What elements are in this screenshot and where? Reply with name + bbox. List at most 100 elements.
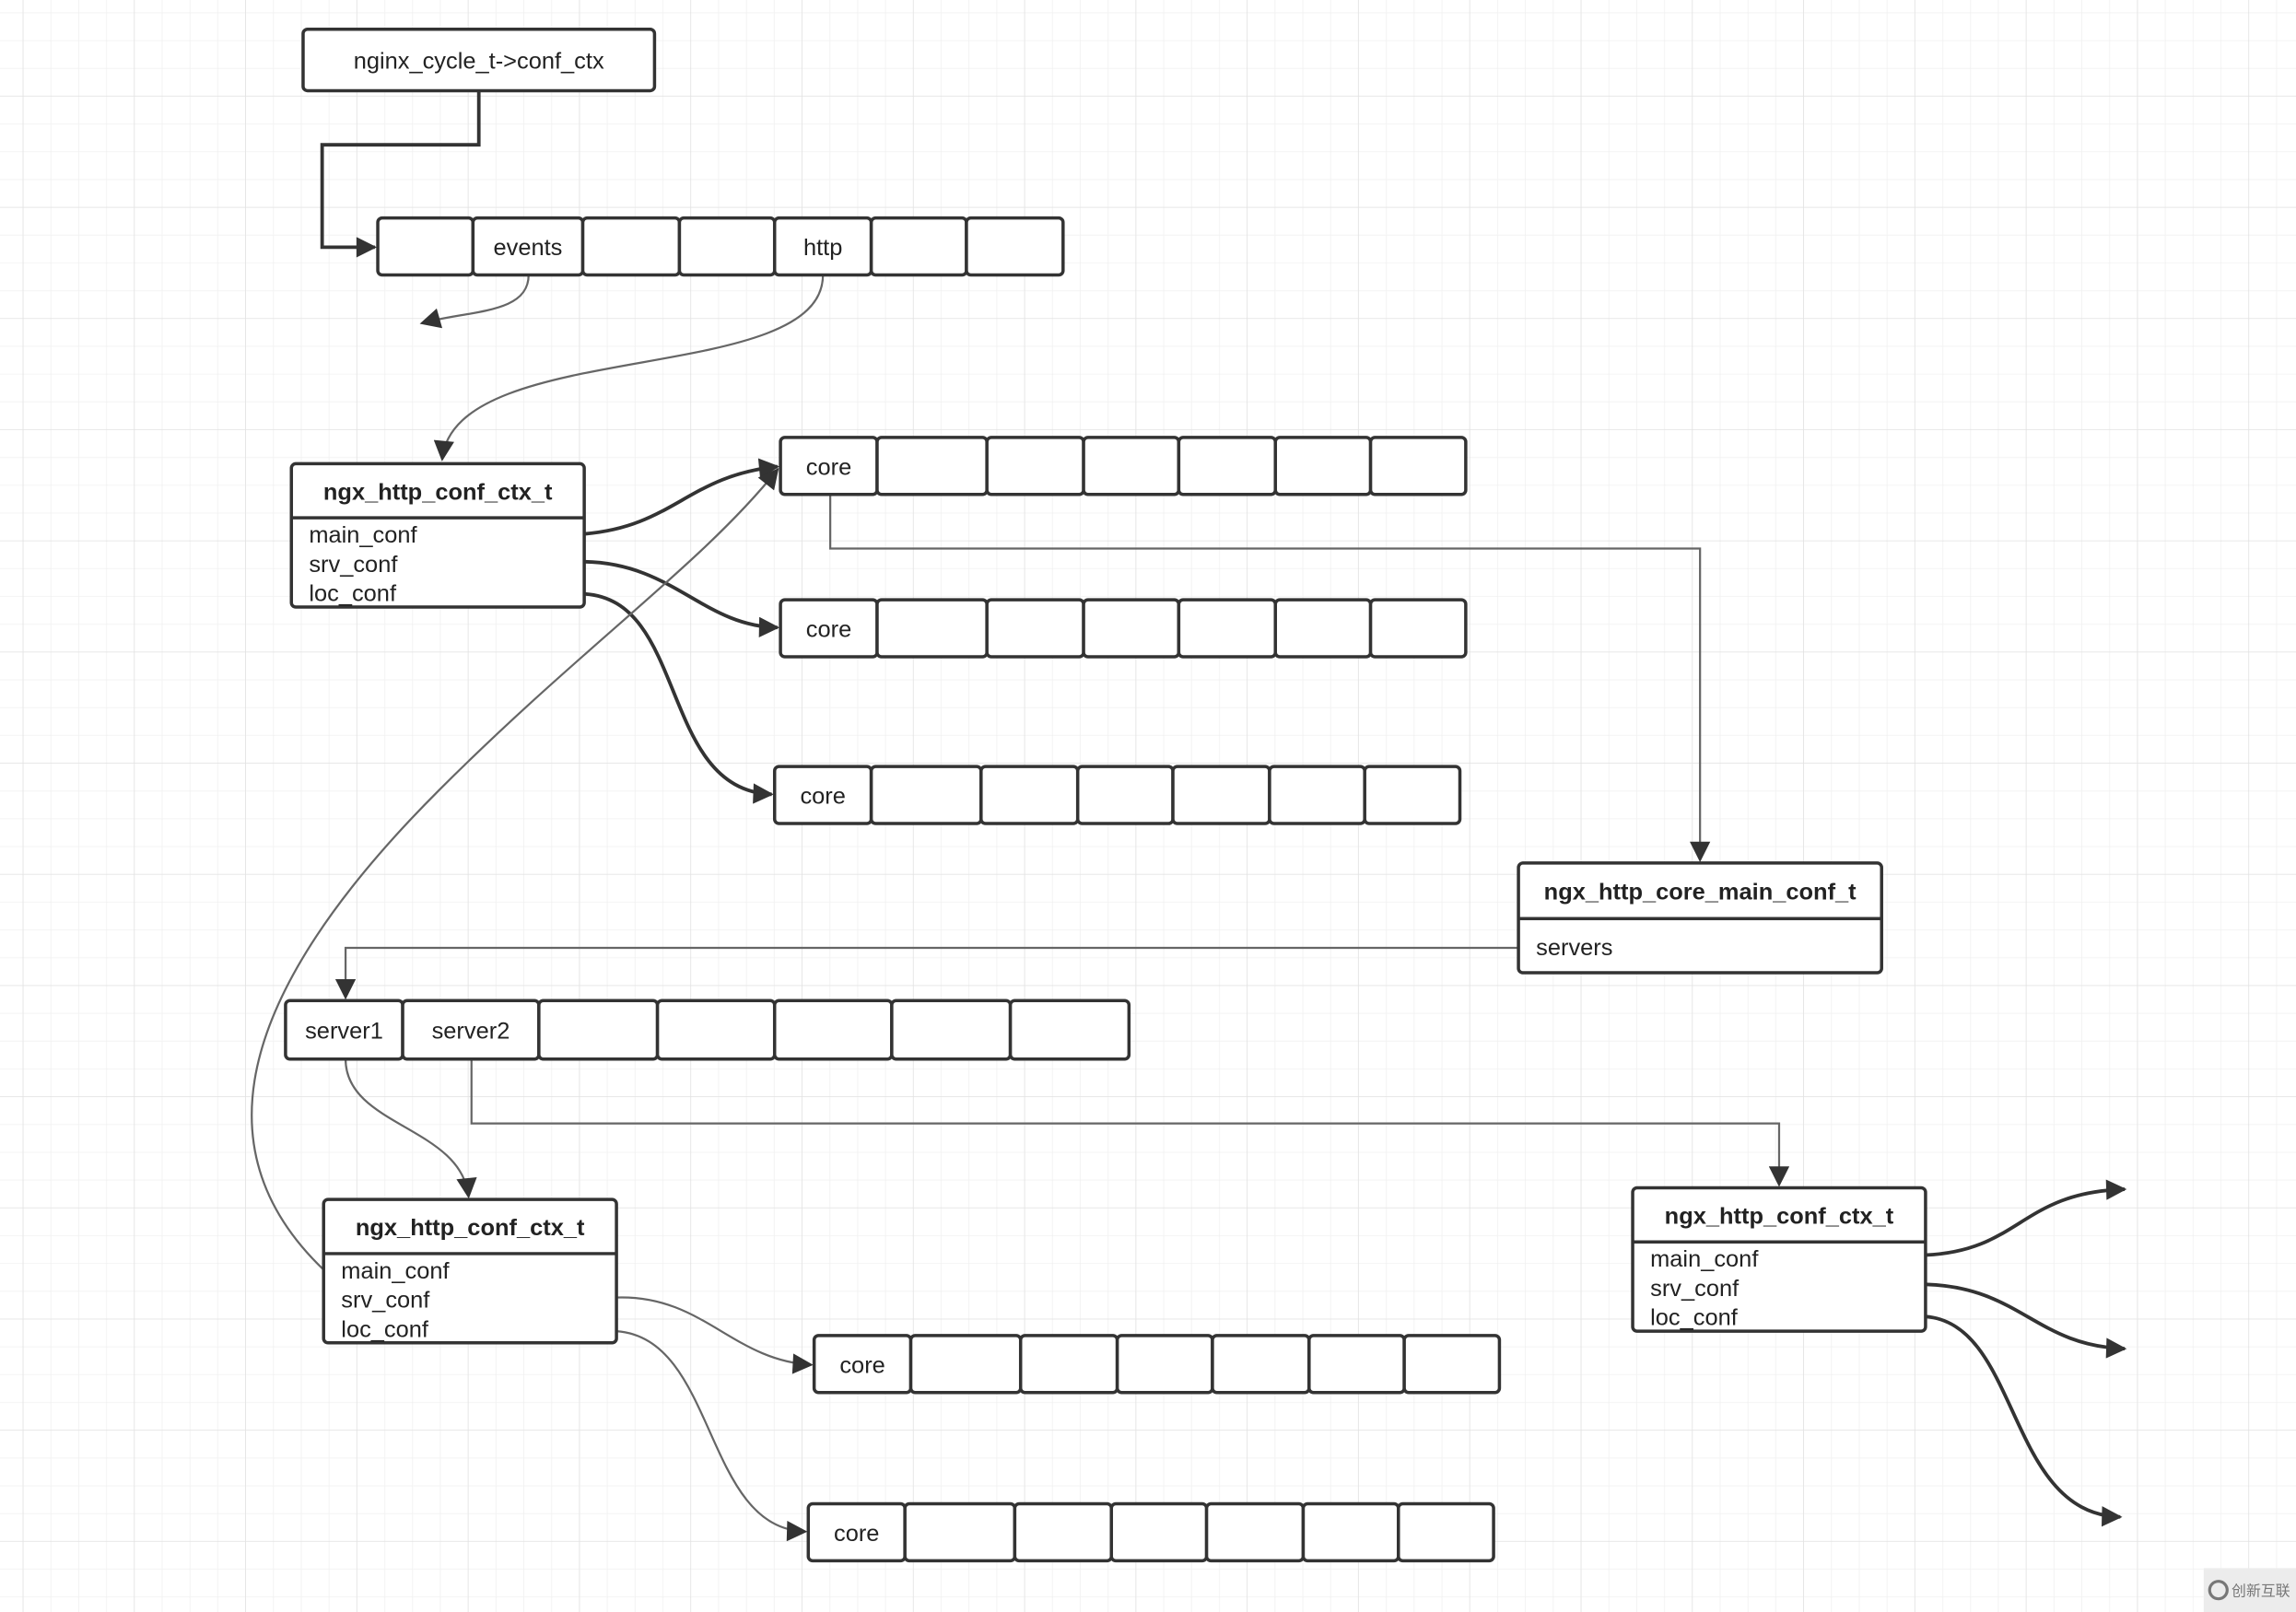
array-cell[interactable] bbox=[1402, 1334, 1502, 1395]
array-cell[interactable] bbox=[965, 216, 1065, 277]
array-cell[interactable] bbox=[869, 765, 983, 825]
struct-server2_ctx[interactable]: ngx_http_conf_ctx_tmain_confsrv_confloc_… bbox=[1631, 1186, 1927, 1333]
edge-server1 bbox=[344, 1058, 477, 1199]
array-cell[interactable] bbox=[979, 765, 1080, 825]
array-cell[interactable]: core bbox=[806, 1501, 907, 1563]
array-cell[interactable] bbox=[1301, 1501, 1400, 1563]
array-cell[interactable] bbox=[1082, 436, 1181, 496]
edge-events bbox=[419, 275, 530, 329]
array-cell[interactable]: core bbox=[779, 598, 879, 659]
edge-core-to-core-main bbox=[829, 494, 1711, 862]
array-cell[interactable] bbox=[537, 999, 660, 1061]
struct-title: ngx_http_conf_ctx_t bbox=[356, 1215, 585, 1241]
array-cell-label: core bbox=[800, 784, 845, 810]
edge-s2-loc-conf bbox=[1925, 1314, 2123, 1527]
edge-server-srv-conf bbox=[616, 1296, 814, 1374]
arrays: events http core core core server1 server2 core… bbox=[284, 216, 1502, 1563]
edge-root-to-conf-ctx bbox=[320, 90, 481, 258]
array-cell[interactable] bbox=[1008, 999, 1131, 1061]
structs: ngx_http_conf_ctx_tmain_confsrv_confloc_… bbox=[289, 461, 1927, 1345]
struct-field: srv_conf bbox=[341, 1288, 430, 1314]
array-cell[interactable] bbox=[1211, 1334, 1311, 1395]
array-cell[interactable] bbox=[1082, 598, 1181, 659]
array-cell-label: core bbox=[834, 1521, 879, 1547]
array-cell[interactable] bbox=[1273, 436, 1373, 496]
array-servers: server1 server2 bbox=[284, 999, 1131, 1061]
array-cell-label: http bbox=[803, 235, 842, 261]
array-conf_ctx: events http bbox=[376, 216, 1065, 277]
array-cell-label: server2 bbox=[432, 1019, 510, 1045]
array-cell-label: events bbox=[493, 235, 562, 261]
watermark-text: 创新互联 bbox=[2232, 1583, 2290, 1600]
array-cell[interactable]: events bbox=[471, 216, 585, 277]
array-core3: core bbox=[772, 765, 1462, 825]
array-core4: core bbox=[812, 1334, 1502, 1395]
array-cell[interactable] bbox=[908, 1334, 1023, 1395]
struct-field: srv_conf bbox=[1650, 1276, 1740, 1302]
array-cell[interactable] bbox=[655, 999, 777, 1061]
array-cell[interactable] bbox=[1171, 765, 1271, 825]
array-cell[interactable] bbox=[985, 436, 1085, 496]
root-node-label: nginx_cycle_t->conf_ctx bbox=[354, 49, 604, 75]
array-cell[interactable] bbox=[1268, 765, 1366, 825]
array-cell-label: core bbox=[806, 454, 851, 480]
edge-server-loc-conf bbox=[616, 1329, 808, 1542]
array-cell[interactable] bbox=[1307, 1334, 1406, 1395]
array-cell[interactable] bbox=[1368, 436, 1468, 496]
array-cell[interactable] bbox=[1018, 1334, 1119, 1395]
array-cell[interactable] bbox=[1363, 765, 1462, 825]
struct-field: srv_conf bbox=[309, 552, 398, 578]
edge-http bbox=[433, 275, 825, 461]
array-cell[interactable] bbox=[772, 999, 894, 1061]
array-cell[interactable] bbox=[869, 216, 968, 277]
struct-field: main_conf bbox=[341, 1258, 450, 1284]
edge-main-conf bbox=[583, 458, 780, 536]
array-cell[interactable]: core bbox=[779, 436, 879, 496]
array-cell[interactable] bbox=[1115, 1334, 1214, 1395]
struct-http_ctx[interactable]: ngx_http_conf_ctx_tmain_confsrv_confloc_… bbox=[289, 461, 586, 609]
array-core1: core bbox=[779, 436, 1468, 496]
array-cell[interactable] bbox=[1177, 598, 1278, 659]
array-cell[interactable] bbox=[875, 436, 989, 496]
array-cell[interactable] bbox=[1109, 1501, 1209, 1563]
struct-field: loc_conf bbox=[1650, 1305, 1739, 1331]
array-cell[interactable] bbox=[1397, 1501, 1495, 1563]
array-core5: core bbox=[806, 1501, 1495, 1563]
edge-server-main-conf bbox=[251, 468, 779, 1271]
array-cell[interactable] bbox=[376, 216, 475, 277]
array-cell[interactable] bbox=[875, 598, 989, 659]
edge-servers bbox=[334, 946, 1519, 1000]
array-cell[interactable]: core bbox=[812, 1334, 913, 1395]
array-cell[interactable] bbox=[1177, 436, 1278, 496]
struct-field: main_conf bbox=[1650, 1246, 1759, 1272]
array-cell[interactable]: http bbox=[772, 216, 873, 277]
struct-field: loc_conf bbox=[309, 581, 397, 607]
array-cell[interactable]: core bbox=[772, 765, 873, 825]
array-cell[interactable]: server2 bbox=[401, 999, 541, 1061]
edge-srv-conf bbox=[584, 559, 780, 637]
array-cell[interactable] bbox=[1273, 598, 1373, 659]
array-cell[interactable] bbox=[1013, 1501, 1114, 1563]
array-cell[interactable] bbox=[985, 598, 1085, 659]
array-cell[interactable]: server1 bbox=[284, 999, 404, 1061]
array-cell-label: core bbox=[806, 617, 851, 643]
array-cell[interactable] bbox=[677, 216, 777, 277]
struct-field: loc_conf bbox=[341, 1316, 429, 1342]
edges bbox=[251, 90, 2127, 1542]
array-cell[interactable] bbox=[890, 999, 1013, 1061]
array-cell[interactable] bbox=[1368, 598, 1468, 659]
edge-loc-conf bbox=[584, 591, 774, 804]
array-cell[interactable] bbox=[580, 216, 682, 277]
struct-server1_ctx[interactable]: ngx_http_conf_ctx_t main_conf srv_confloc_… bbox=[322, 1197, 618, 1345]
watermark-logo-icon bbox=[2208, 1580, 2229, 1601]
array-cell[interactable] bbox=[1204, 1501, 1306, 1563]
root-node[interactable]: nginx_cycle_t->conf_ctx bbox=[301, 28, 657, 93]
edge-s2-main-conf bbox=[1925, 1179, 2127, 1257]
array-cell[interactable] bbox=[903, 1501, 1017, 1563]
struct-title: ngx_http_core_main_conf_t bbox=[1544, 880, 1857, 905]
array-cell[interactable] bbox=[1075, 765, 1175, 825]
edge-s2-srv-conf bbox=[1925, 1282, 2127, 1359]
